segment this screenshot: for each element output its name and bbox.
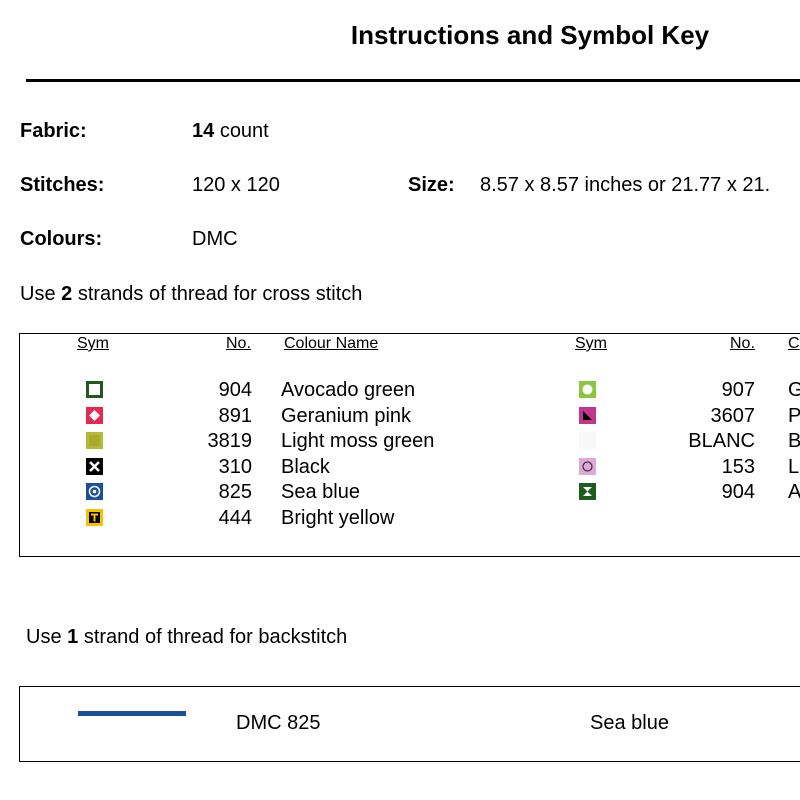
strand-count: 2 [61, 283, 73, 305]
left-key-number: 825 [218, 481, 252, 503]
x-icon [86, 457, 103, 475]
fabric-count: 14 [192, 120, 215, 142]
size-label: Size: [408, 174, 455, 196]
right-key-number: 904 [721, 481, 755, 503]
instruction-prefix: Use [20, 283, 56, 305]
diamond-icon [86, 406, 103, 424]
open-square-icon [86, 381, 103, 398]
title-rule [26, 79, 800, 82]
right-key-number: BLANC [688, 430, 755, 452]
no-header-2: No. [730, 335, 755, 352]
left-key-colour-name: Black [281, 455, 330, 478]
backstitch-code: DMC 825 [236, 712, 321, 734]
right-key-colour-name: B [788, 430, 800, 452]
backstitch-line-sample [78, 711, 186, 716]
no-header: No. [226, 335, 251, 352]
colour-name-header: Colour Name [284, 335, 379, 352]
left-key-number: 444 [218, 506, 252, 529]
stitches-label: Stitches: [20, 174, 105, 196]
fabric-label: Fabric: [20, 120, 87, 142]
size-value: 8.57 x 8.57 inches or 21.77 x 21. [480, 174, 771, 196]
instruction-suffix: strands of thread for cross stitch [77, 283, 363, 305]
right-key-number: 907 [721, 379, 755, 401]
left-key-colour-name: Light moss green [281, 430, 435, 452]
right-key-colour-name: P [788, 404, 800, 427]
instruction-suffix: strand of thread for backstitch [83, 626, 348, 648]
target-icon [86, 483, 103, 500]
hourglass-icon [579, 483, 596, 500]
triangle-icon [579, 406, 596, 424]
backstitch-instruction: Use 1 strand of thread for backstitch [26, 626, 347, 649]
right-key-number: 153 [721, 455, 755, 478]
backstitch-colour-name: Sea blue [590, 712, 669, 734]
left-key-number: 310 [218, 455, 252, 478]
cross-stitch-instruction: Use 2 strands of thread for cross stitch [20, 283, 362, 306]
symbol-key-table [19, 333, 800, 557]
strand-count: 1 [67, 626, 79, 648]
left-key-colour-name: Avocado green [281, 379, 416, 401]
fabric-value: 14 count [192, 120, 269, 143]
sym-header: Sym [77, 335, 109, 352]
right-key-colour-name: G [788, 379, 800, 401]
right-key-colour-name: A [788, 481, 800, 503]
left-key-colour-name: Bright yellow [281, 506, 395, 529]
colours-value: DMC [192, 228, 238, 250]
right-key-number: 3607 [710, 404, 756, 427]
blank-icon [579, 432, 596, 449]
t-icon [86, 508, 103, 526]
backstitch-table [19, 686, 800, 762]
left-key-number: 3819 [207, 430, 253, 452]
left-key-number: 891 [218, 404, 252, 427]
right-key-colour-name: L [788, 455, 800, 478]
instruction-prefix: Use [26, 626, 62, 648]
left-key-number: 904 [218, 379, 252, 401]
open-circle-icon [579, 457, 596, 475]
stitches-value: 120 x 120 [192, 174, 280, 196]
colour-name-header-2: C [788, 335, 800, 352]
sym-header-2: Sym [575, 335, 607, 352]
page-title: Instructions and Symbol Key [350, 20, 710, 50]
left-key-colour-name: Geranium pink [281, 404, 412, 427]
circle-icon [579, 381, 596, 398]
filled-square-icon [86, 432, 103, 449]
fabric-unit: count [219, 120, 269, 142]
colours-label: Colours: [20, 228, 103, 250]
left-key-colour-name: Sea blue [281, 481, 360, 503]
